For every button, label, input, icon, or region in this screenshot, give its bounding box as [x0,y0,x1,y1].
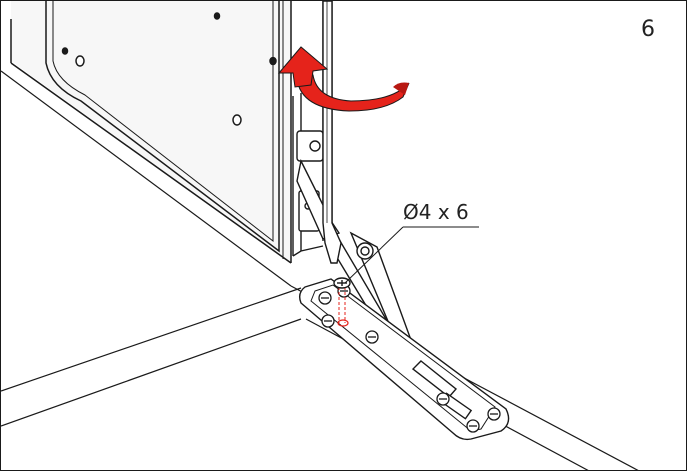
clockwise-rotation-arrow-icon [277,46,410,112]
base-mounting-plate [298,278,510,441]
screw-insertion-guide [337,287,349,327]
screw-icon [333,277,351,289]
step-number: 6 [641,17,655,42]
door-screw-holes [61,12,277,126]
screwdriver-icon [322,1,342,264]
plate-screws [318,284,501,433]
screw-callout-leader [344,226,479,284]
screw-size-label: Ø4 x 6 [403,200,469,224]
door-panel [10,1,292,264]
